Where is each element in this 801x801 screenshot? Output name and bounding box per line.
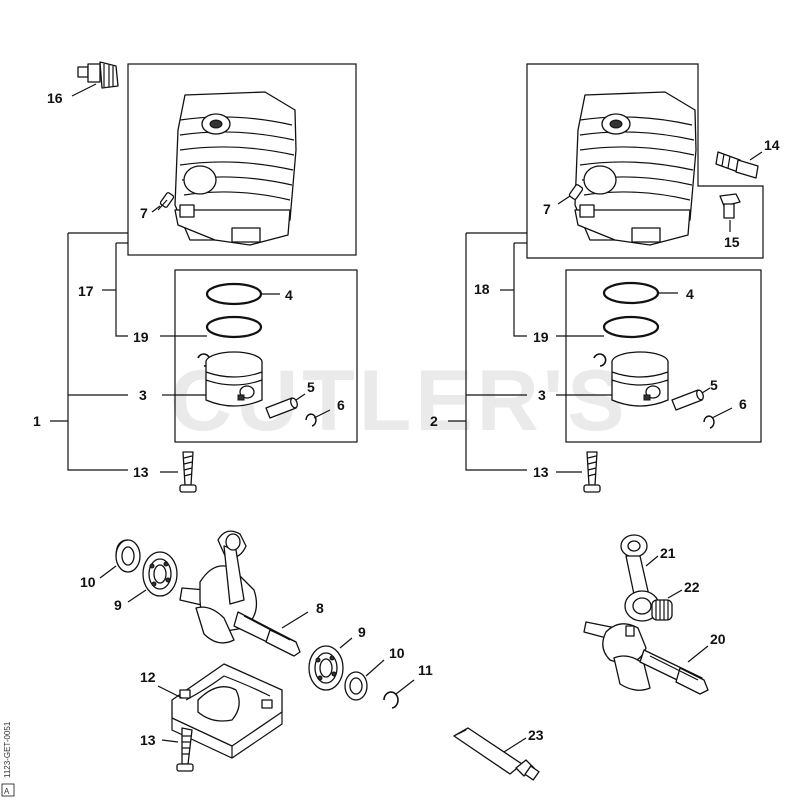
bearing-9-right bbox=[308, 645, 344, 691]
decompression-part-7-left bbox=[157, 192, 175, 211]
label-7-left: 7 bbox=[140, 205, 148, 221]
label-9-right: 9 bbox=[358, 624, 366, 640]
label-4-left: 4 bbox=[285, 287, 293, 303]
label-22: 22 bbox=[684, 579, 700, 595]
label-3-right: 3 bbox=[538, 387, 546, 403]
right-assembly bbox=[448, 63, 764, 493]
label-20: 20 bbox=[710, 631, 726, 647]
crankshaft-8 bbox=[179, 530, 301, 657]
left-assembly bbox=[50, 61, 358, 493]
doc-corner: A bbox=[4, 787, 10, 796]
doc-id: 1123-GET-0051 bbox=[3, 721, 12, 778]
doc-corner-box bbox=[1, 783, 15, 797]
oil-seal-10-left bbox=[115, 539, 141, 573]
label-19-left: 19 bbox=[133, 329, 149, 345]
piston-right bbox=[611, 351, 669, 407]
label-10-right: 10 bbox=[389, 645, 405, 661]
circlip-11 bbox=[383, 691, 399, 709]
piston-left bbox=[205, 351, 263, 407]
label-19-right: 19 bbox=[533, 329, 549, 345]
grease-tube-23 bbox=[453, 727, 540, 781]
piston-ring-4b-right bbox=[602, 315, 660, 339]
circlip-small-right bbox=[593, 353, 607, 367]
label-17: 17 bbox=[78, 283, 94, 299]
label-14: 14 bbox=[764, 137, 780, 153]
label-18: 18 bbox=[474, 281, 490, 297]
cylinder-left bbox=[174, 91, 297, 246]
label-6-right: 6 bbox=[739, 396, 747, 412]
label-13-left: 13 bbox=[133, 464, 149, 480]
crankcase-12 bbox=[171, 663, 283, 759]
screw-13-left bbox=[179, 451, 197, 493]
label-13-right: 13 bbox=[533, 464, 549, 480]
plug-15 bbox=[719, 193, 741, 219]
valve-14 bbox=[715, 151, 759, 179]
cylinder-right bbox=[574, 91, 697, 246]
label-9-left: 9 bbox=[114, 597, 122, 613]
label-5-left: 5 bbox=[307, 379, 315, 395]
bearing-9-left bbox=[142, 551, 178, 597]
connecting-rod-21 bbox=[620, 534, 660, 622]
label-5-right: 5 bbox=[710, 377, 718, 393]
label-16: 16 bbox=[47, 90, 63, 106]
label-11: 11 bbox=[418, 662, 433, 678]
piston-box-right bbox=[565, 269, 762, 443]
oil-seal-10-right bbox=[344, 671, 368, 701]
label-1: 1 bbox=[33, 413, 41, 429]
fitting-16 bbox=[77, 61, 119, 89]
crankshaft-20 bbox=[583, 621, 709, 695]
screw-13-bottom bbox=[176, 727, 194, 772]
circlip-6-left bbox=[305, 413, 317, 427]
label-6-left: 6 bbox=[337, 397, 345, 413]
label-8: 8 bbox=[316, 600, 324, 616]
label-4-right: 4 bbox=[686, 286, 694, 302]
label-7-right: 7 bbox=[543, 201, 551, 217]
label-3-left: 3 bbox=[139, 387, 147, 403]
piston-pin-5-left bbox=[265, 397, 298, 419]
cylinder-box-left bbox=[127, 63, 357, 256]
screw-13-right bbox=[583, 451, 601, 493]
label-23: 23 bbox=[528, 727, 544, 743]
label-2: 2 bbox=[430, 413, 438, 429]
needle-bearing-22 bbox=[651, 599, 673, 621]
label-15: 15 bbox=[724, 234, 740, 250]
piston-pin-5-right bbox=[671, 389, 704, 411]
piston-ring-4-left bbox=[205, 282, 263, 306]
label-13-bottom: 13 bbox=[140, 732, 156, 748]
crankshaft-assembly-left bbox=[99, 530, 415, 772]
part-labels: 16 7 17 4 19 5 3 6 1 13 14 7 15 18 4 19 … bbox=[33, 90, 780, 748]
piston-ring-4b-left bbox=[205, 315, 263, 339]
label-21: 21 bbox=[660, 545, 676, 561]
label-10-left: 10 bbox=[80, 574, 96, 590]
cylinder-box-right bbox=[526, 63, 764, 259]
crankshaft-assembly-right bbox=[453, 534, 709, 781]
decompression-part-7-right bbox=[568, 184, 584, 200]
piston-ring-4-right bbox=[602, 281, 660, 305]
label-12: 12 bbox=[140, 669, 156, 685]
piston-box-left bbox=[174, 269, 358, 443]
